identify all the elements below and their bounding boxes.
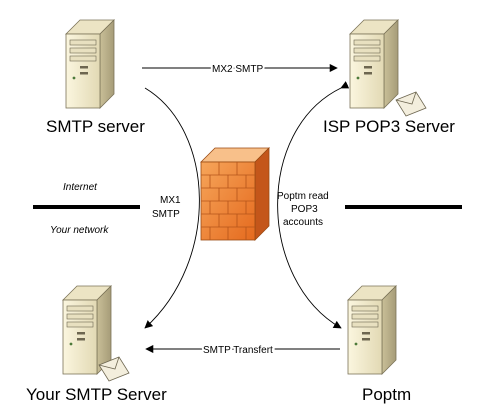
your-smtp-server-node: Your SMTP Server: [26, 285, 167, 404]
poptm-node: Poptm: [347, 285, 411, 404]
smtp-server-node: SMTP server: [46, 19, 145, 136]
isp-pop3-server-label: ISP POP3 Server: [323, 117, 455, 136]
server-icon: [62, 285, 112, 375]
edge-mx2-smtp-label: MX2 SMTP: [212, 64, 263, 75]
edge-mx1-smtp: [144, 87, 200, 329]
edge-mx1-label-line1: MX1: [160, 195, 181, 206]
zone-internet-label: Internet: [63, 182, 98, 193]
edge-pop3-label-line2: POP3: [291, 204, 318, 215]
server-icon: [349, 19, 399, 109]
firewall-icon: [200, 147, 270, 241]
smtp-server-label: SMTP server: [46, 117, 145, 136]
edge-mx1-label-line2: SMTP: [152, 209, 180, 220]
zone-your-network-label: Your network: [50, 225, 109, 236]
your-smtp-server-label: Your SMTP Server: [26, 385, 167, 404]
poptm-label: Poptm: [362, 385, 411, 404]
edge-pop3-label-line3: accounts: [283, 217, 323, 228]
envelope-icon: [395, 91, 427, 117]
server-icon: [347, 285, 397, 375]
isp-pop3-server-node: ISP POP3 Server: [323, 19, 455, 136]
edge-smtp-transfert-label: SMTP Transfert: [203, 345, 273, 356]
edge-pop3-label-line1: Poptm read: [277, 191, 329, 202]
server-icon: [65, 19, 115, 109]
edge-pop3-read: [277, 81, 350, 329]
